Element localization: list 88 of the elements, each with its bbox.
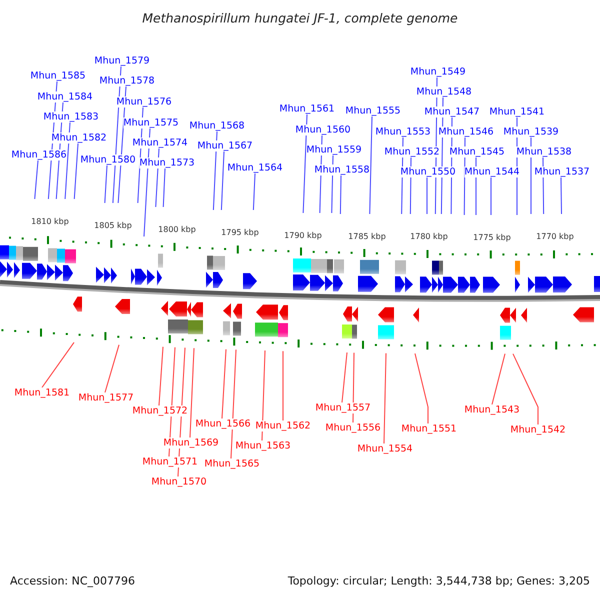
gene-label: Mhun_1562 [255,420,311,432]
gene-label: Mhun_1575 [123,118,179,128]
leader-line [340,175,342,214]
leader-line [212,131,218,210]
leader-line [352,352,354,423]
leader-line [34,160,38,200]
gene-label: Mhun_1547 [424,106,480,118]
scale-label: 1770 kbp [536,232,574,242]
leader-line [252,173,256,210]
gene-label: Mhun_1569 [163,438,219,448]
gene-label: Mhun_1537 [534,166,590,178]
gene-label: Mhun_1565 [204,458,260,470]
gene-label: Mhun_1564 [227,162,283,174]
leader-line [220,151,224,210]
leader-line [490,177,492,216]
gene-label: Mhun_1573 [139,158,195,168]
gene-label: Mhun_1542 [510,424,566,436]
gene-label: Mhun_1545 [449,146,505,158]
gene-label: Mhun_1567 [197,140,253,152]
gene-label: Mhun_1543 [464,404,520,416]
scale-label: 1810 kbp [31,217,69,227]
title: Methanospirillum hungatei JF-1, complete genome [142,10,458,26]
gene-label: Mhun_1586 [11,150,67,160]
gene-label: Mhun_1577 [78,392,134,404]
scale-label: 1800 kbp [158,225,196,235]
gene-label: Mhun_1548 [416,86,472,98]
leader-line [512,353,538,425]
leader-line [104,165,108,204]
scale-label: 1775 kbp [473,233,511,243]
gene-label: Mhun_1585 [30,70,86,82]
leader-line [282,350,284,421]
gene-label: Mhun_1554 [357,444,413,454]
scale-label: 1805 kbp [94,221,132,231]
gene-label: Mhun_1581 [14,388,70,398]
gene-label: Mhun_1541 [489,106,545,118]
leader-line [222,348,226,419]
gene-label: Mhun_1558 [314,164,370,176]
leader-line [302,114,308,214]
gene-label: Mhun_1560 [295,124,351,136]
gene-label: Mhun_1546 [438,126,494,138]
gene-label: Mhun_1550 [400,166,456,178]
leader-line [342,352,348,403]
gene-label: Mhun_1559 [306,144,362,156]
leader-line [104,344,120,393]
gene-label: Mhun_1553 [375,126,431,138]
leader-line [190,348,194,438]
gene-label: Mhun_1580 [80,154,136,166]
scale-label: 1780 kbp [410,232,448,242]
scale-label: 1790 kbp [284,231,322,241]
accession-text: Accession: NC_007796 [10,574,136,588]
gene-label: Mhun_1557 [315,402,371,414]
gene-label: Mhun_1555 [345,106,401,116]
scale-label: 1795 kbp [221,228,259,238]
gene-label: Mhun_1544 [464,166,520,178]
leader-line [74,143,78,200]
gene-label: Mhun_1582 [51,132,107,144]
leader-line [426,177,428,214]
gene-label: Mhun_1571 [142,456,198,468]
gene-label: Mhun_1568 [189,120,245,132]
gene-label: Mhun_1579 [94,56,150,66]
leader-line [492,353,506,405]
gene-label: Mhun_1576 [116,96,172,108]
gene-label: Mhun_1566 [195,418,251,430]
gene-label: Mhun_1556 [325,422,381,434]
scale-label: 1785 kbp [348,232,386,242]
leader-line [384,352,386,444]
genome-summary-text: Topology: circular; Length: 3,544,738 bp; Genes: 3,205 [288,574,590,588]
leader-line [369,116,372,214]
gene-label: Mhun_1551 [401,424,457,434]
leader-line [162,168,166,208]
leader-line [414,353,428,424]
leader-line [42,342,74,388]
gene-label: Mhun_1538 [516,146,572,158]
gene-label: Mhun_1563 [235,440,291,452]
leader-line [158,346,164,406]
leader-line [560,177,562,214]
leader-line [230,349,236,459]
gene-label: Mhun_1539 [503,126,559,138]
gene-label: Mhun_1583 [43,112,99,122]
leader-line [262,350,266,441]
gene-label: Mhun_1584 [37,92,93,102]
gene-label: Mhun_1578 [99,76,155,86]
gene-label: Mhun_1549 [410,66,466,78]
gene-label: Mhun_1572 [132,406,188,416]
gene-label: Mhun_1574 [132,138,188,148]
gene-label: Mhun_1570 [151,476,207,488]
gene-label: Mhun_1561 [279,104,335,114]
gene-label: Mhun_1552 [384,146,440,158]
